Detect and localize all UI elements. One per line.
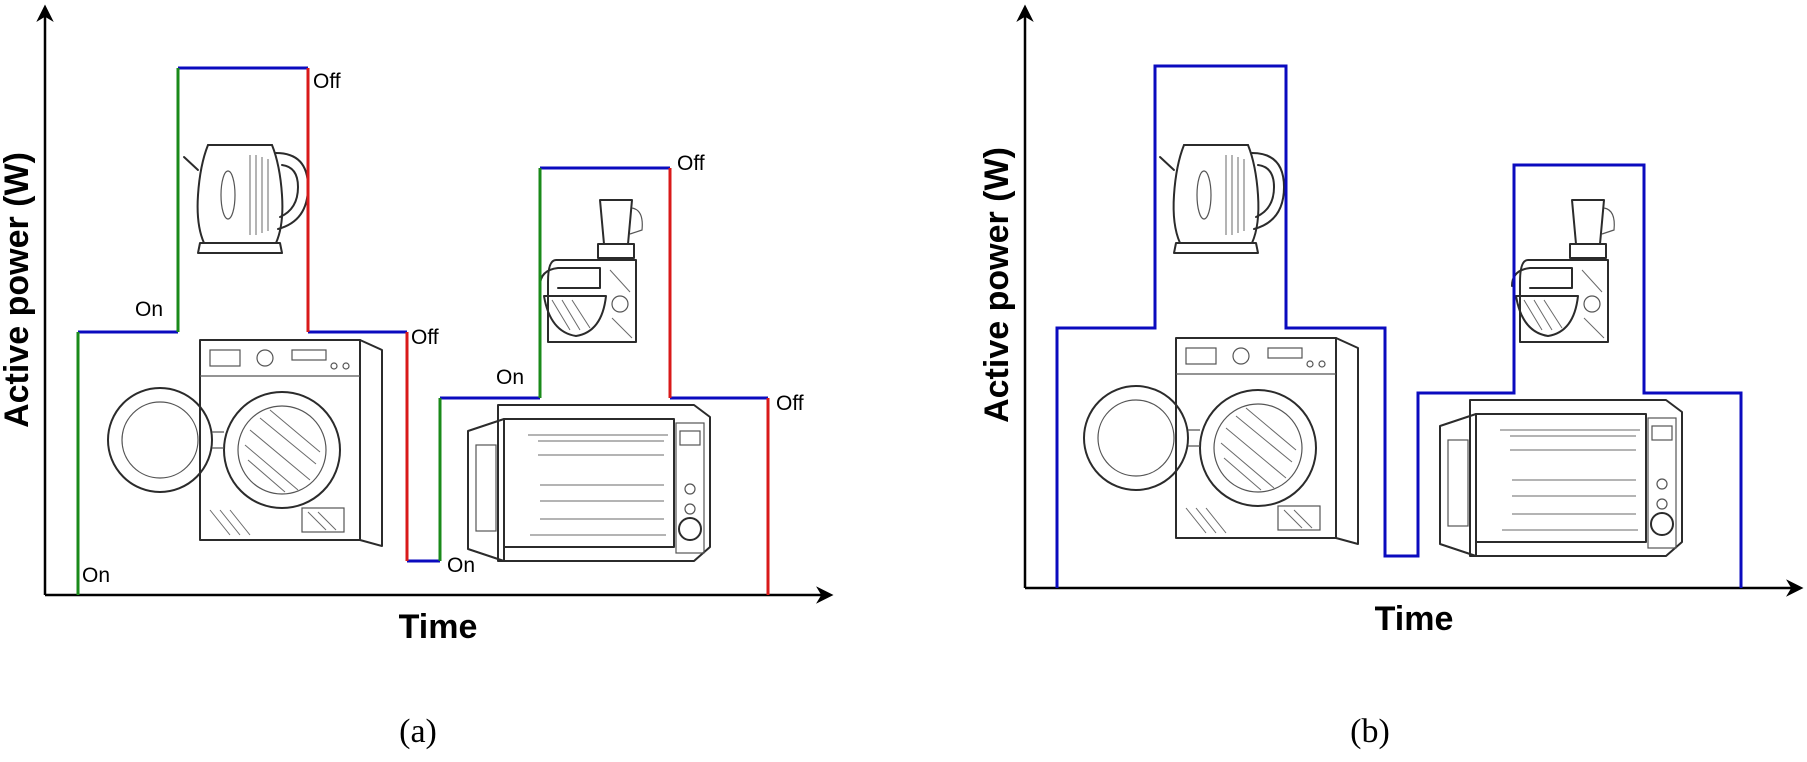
kettle-icon [1159, 144, 1285, 254]
label-microwave-off: Off [776, 392, 804, 415]
y-axis-label: Active power (W) [0, 152, 36, 428]
aggregate-power-signal [1055, 64, 1743, 588]
x-axis-label: Time [399, 608, 478, 646]
panel-a: On On Off Off On On Off Off Active power… [0, 4, 834, 750]
food-processor-icon [539, 199, 644, 343]
y-axis-label: Active power (W) [978, 147, 1016, 423]
label-washer-off: Off [411, 326, 439, 349]
microwave-icon [467, 404, 711, 562]
label-washer-on: On [82, 564, 110, 587]
label-microwave-on: On [447, 554, 475, 577]
label-kettle-off: Off [313, 70, 341, 93]
label-processor-on: On [496, 366, 524, 389]
kettle-icon [183, 144, 309, 254]
washing-machine-icon [107, 339, 383, 547]
microwave-icon [1439, 399, 1683, 557]
panel-b: Active power (W) Time (b) [978, 4, 1804, 750]
label-kettle-on: On [135, 298, 163, 321]
label-processor-off: Off [677, 152, 705, 175]
caption-b: (b) [1350, 713, 1390, 750]
food-processor-icon [1511, 199, 1616, 343]
x-axis-label: Time [1375, 600, 1454, 638]
caption-a: (a) [399, 713, 437, 750]
washing-machine-icon [1083, 337, 1359, 545]
